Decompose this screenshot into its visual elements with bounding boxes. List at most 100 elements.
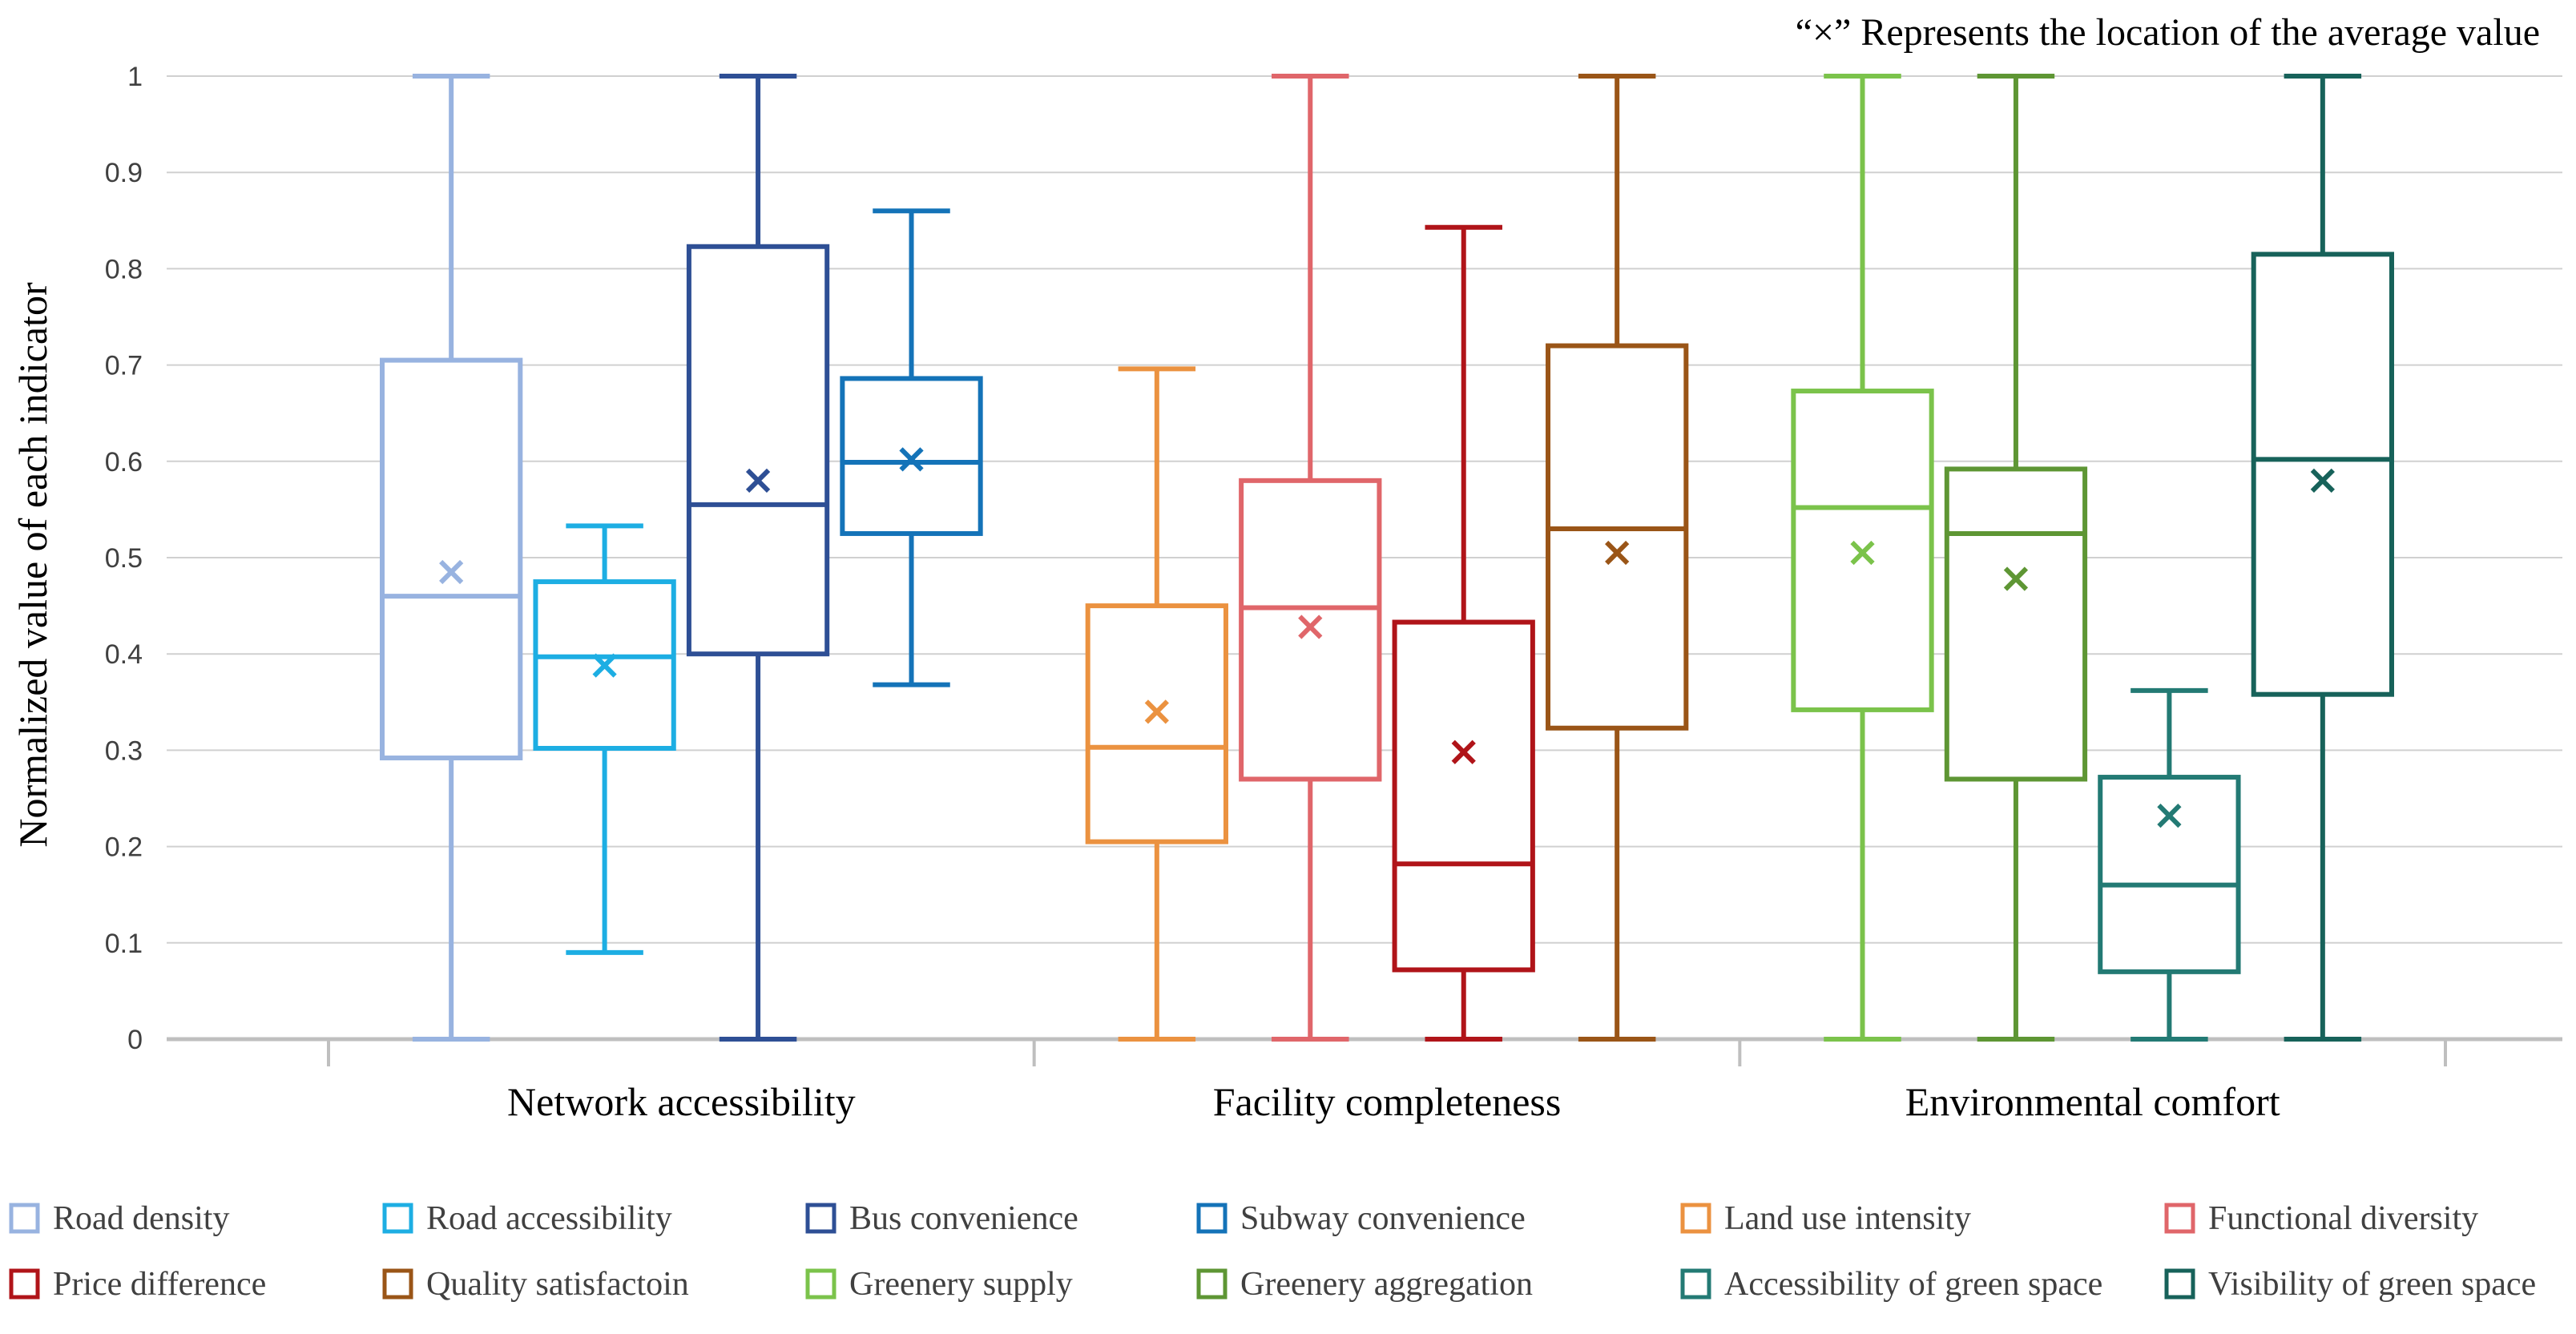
legend-label: Quality satisfactoin (426, 1266, 689, 1303)
box-subway-convenience (840, 208, 983, 687)
mean-marker-stroke (899, 447, 924, 472)
mean-marker-stroke (1605, 540, 1630, 566)
mean-marker (1298, 615, 1323, 639)
legend-item: Visibility of green space (2164, 1266, 2536, 1303)
legend-item: Bus convenience (805, 1200, 1078, 1237)
legend-label: Greenery aggregation (1240, 1266, 1533, 1303)
mean-marker (439, 559, 464, 585)
mean-marker (1144, 699, 1169, 724)
legend-swatch (2164, 1203, 2195, 1234)
y-tick-label: 0.2 (105, 832, 143, 863)
x-axis (167, 1037, 2562, 1066)
legend-item: Greenery aggregation (1196, 1266, 1533, 1303)
legend-swatch (9, 1268, 40, 1300)
box-greenery-aggregation (1944, 74, 2088, 1042)
legend-label: Price difference (53, 1266, 266, 1303)
mean-marker (1850, 540, 1875, 566)
box-price-difference (1392, 224, 1535, 1042)
y-tick-label: 0.9 (105, 158, 143, 188)
mean-marker (592, 653, 617, 678)
legend-item: Land use intensity (1680, 1200, 1971, 1237)
legend-swatch (805, 1268, 836, 1300)
iqr-box (1944, 466, 2088, 782)
mean-marker-stroke (745, 468, 771, 493)
box-road-accessibility (533, 523, 676, 955)
y-tick-label: 0.7 (105, 351, 143, 381)
iqr-box (2251, 252, 2394, 697)
iqr-box (533, 579, 676, 751)
mean-marker-stroke (1144, 699, 1169, 724)
category-label: Facility completeness (1213, 1079, 1562, 1124)
iqr-box (1791, 389, 1934, 712)
legend-swatch (2164, 1268, 2195, 1300)
legend-item: Subway convenience (1196, 1200, 1526, 1237)
legend-swatch (1680, 1268, 1711, 1300)
legend-label: Greenery supply (849, 1266, 1073, 1303)
mean-marker-stroke (2157, 804, 2182, 828)
box-land-use-intensity (1085, 366, 1228, 1042)
iqr-box (1392, 619, 1535, 973)
mean-marker-stroke (1298, 615, 1323, 639)
legend-item: Price difference (9, 1266, 266, 1303)
box-quality-satisfactoin (1546, 74, 1689, 1042)
legend-item: Accessibility of green space (1680, 1266, 2102, 1303)
legend-swatch (382, 1203, 413, 1234)
legend-item: Road density (9, 1200, 229, 1237)
mean-marker (1605, 540, 1630, 566)
category-label: Network accessibility (507, 1079, 856, 1124)
mean-marker (899, 447, 924, 472)
y-tick-label: 0 (127, 1025, 143, 1055)
box-accessibility-of-green-space (2098, 687, 2241, 1042)
average-marker-note: “×” Represents the location of the avera… (1796, 11, 2540, 54)
mean-marker (745, 468, 771, 493)
box-visibility-of-green-space (2251, 74, 2394, 1042)
y-axis-ticks: 0 0.1 0.2 0.3 0.4 0.5 0.6 0.7 0.8 0.9 1 (105, 62, 143, 1055)
box-functional-diversity (1239, 74, 1382, 1042)
legend-label: Land use intensity (1724, 1200, 1971, 1237)
legend-swatch (805, 1203, 836, 1234)
mean-marker-stroke (592, 653, 617, 678)
box-greenery-supply (1791, 74, 1934, 1042)
boxes (380, 74, 2394, 1042)
mean-marker-stroke (1850, 540, 1875, 566)
mean-marker-stroke (1451, 740, 1476, 764)
box-bus-convenience (686, 74, 830, 1042)
legend-label: Functional diversity (2208, 1200, 2478, 1237)
mean-marker (2157, 804, 2182, 828)
iqr-box (1085, 603, 1228, 844)
legend-label: Subway convenience (1240, 1200, 1526, 1237)
legend-swatch (9, 1203, 40, 1234)
y-tick-label: 0.3 (105, 736, 143, 766)
legend-item: Greenery supply (805, 1266, 1073, 1303)
legend-item: Quality satisfactoin (382, 1266, 689, 1303)
y-tick-label: 0.5 (105, 543, 143, 574)
legend-label: Visibility of green space (2208, 1266, 2536, 1303)
mean-marker (2003, 566, 2029, 591)
legend-label: Road accessibility (426, 1200, 672, 1237)
mean-marker-stroke (439, 559, 464, 585)
legend-label: Road density (53, 1200, 229, 1237)
mean-marker (1451, 740, 1476, 764)
legend-label: Accessibility of green space (1724, 1266, 2102, 1303)
legend-label: Bus convenience (849, 1200, 1078, 1237)
mean-marker (2310, 468, 2335, 493)
box-road-density (380, 74, 523, 1042)
category-labels: Network accessibility Facility completene… (507, 1079, 2280, 1124)
legend-swatch (1680, 1203, 1711, 1234)
y-tick-label: 0.8 (105, 254, 143, 284)
y-tick-label: 0.1 (105, 929, 143, 959)
y-tick-label: 0.6 (105, 447, 143, 478)
legend: Road density Road accessibility Bus conven… (9, 1200, 2536, 1303)
legend-swatch (1196, 1268, 1228, 1300)
mean-marker-stroke (2003, 566, 2029, 591)
iqr-box (686, 244, 830, 657)
iqr-box (380, 357, 523, 761)
category-label: Environmental comfort (1905, 1079, 2280, 1124)
y-tick-label: 0.4 (105, 639, 143, 670)
legend-item: Functional diversity (2164, 1200, 2478, 1237)
legend-item: Road accessibility (382, 1200, 672, 1237)
legend-swatch (1196, 1203, 1228, 1234)
y-tick-label: 1 (127, 62, 143, 92)
iqr-box (2098, 775, 2241, 974)
